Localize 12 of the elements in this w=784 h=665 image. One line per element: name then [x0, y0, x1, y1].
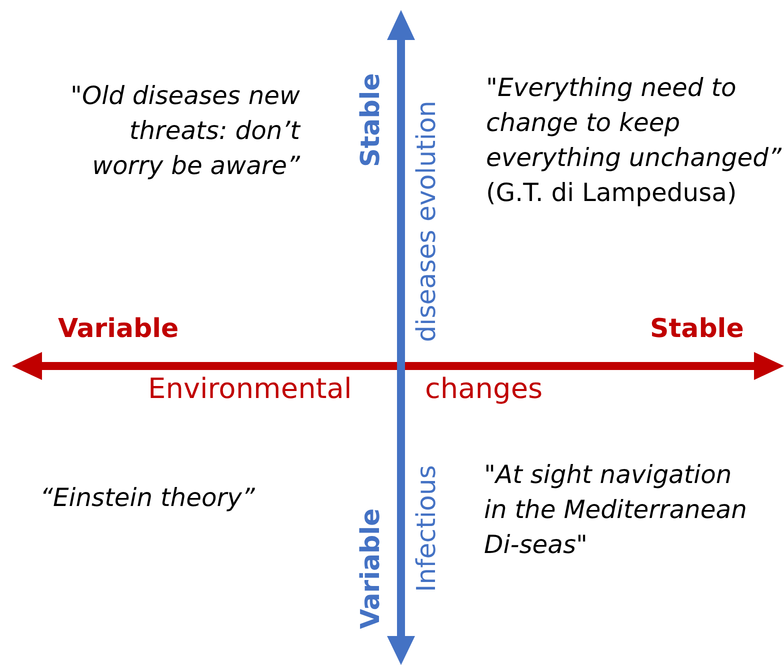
quote-text: “Einstein theory” [40, 482, 255, 514]
axis-label: Variable [58, 314, 179, 344]
axis-title: diseases evolution [412, 100, 442, 342]
axis-title: changes [425, 372, 543, 405]
axis-title: Infectious [412, 464, 442, 592]
axis-label: Variable [356, 507, 386, 629]
quote-text: "Everything need to change to keep everything unchanged” (G.T. di Lampedusa) [486, 72, 782, 209]
quote-text: "At sight navigation in the Mediterranean Di-seas" [484, 459, 748, 561]
axis-title: Environmental [148, 372, 352, 405]
axis-label: Stable [356, 72, 386, 167]
quote-text: "Old diseases new threats: don’t worry be aware” [70, 80, 300, 182]
axis-label: Stable [650, 314, 744, 344]
